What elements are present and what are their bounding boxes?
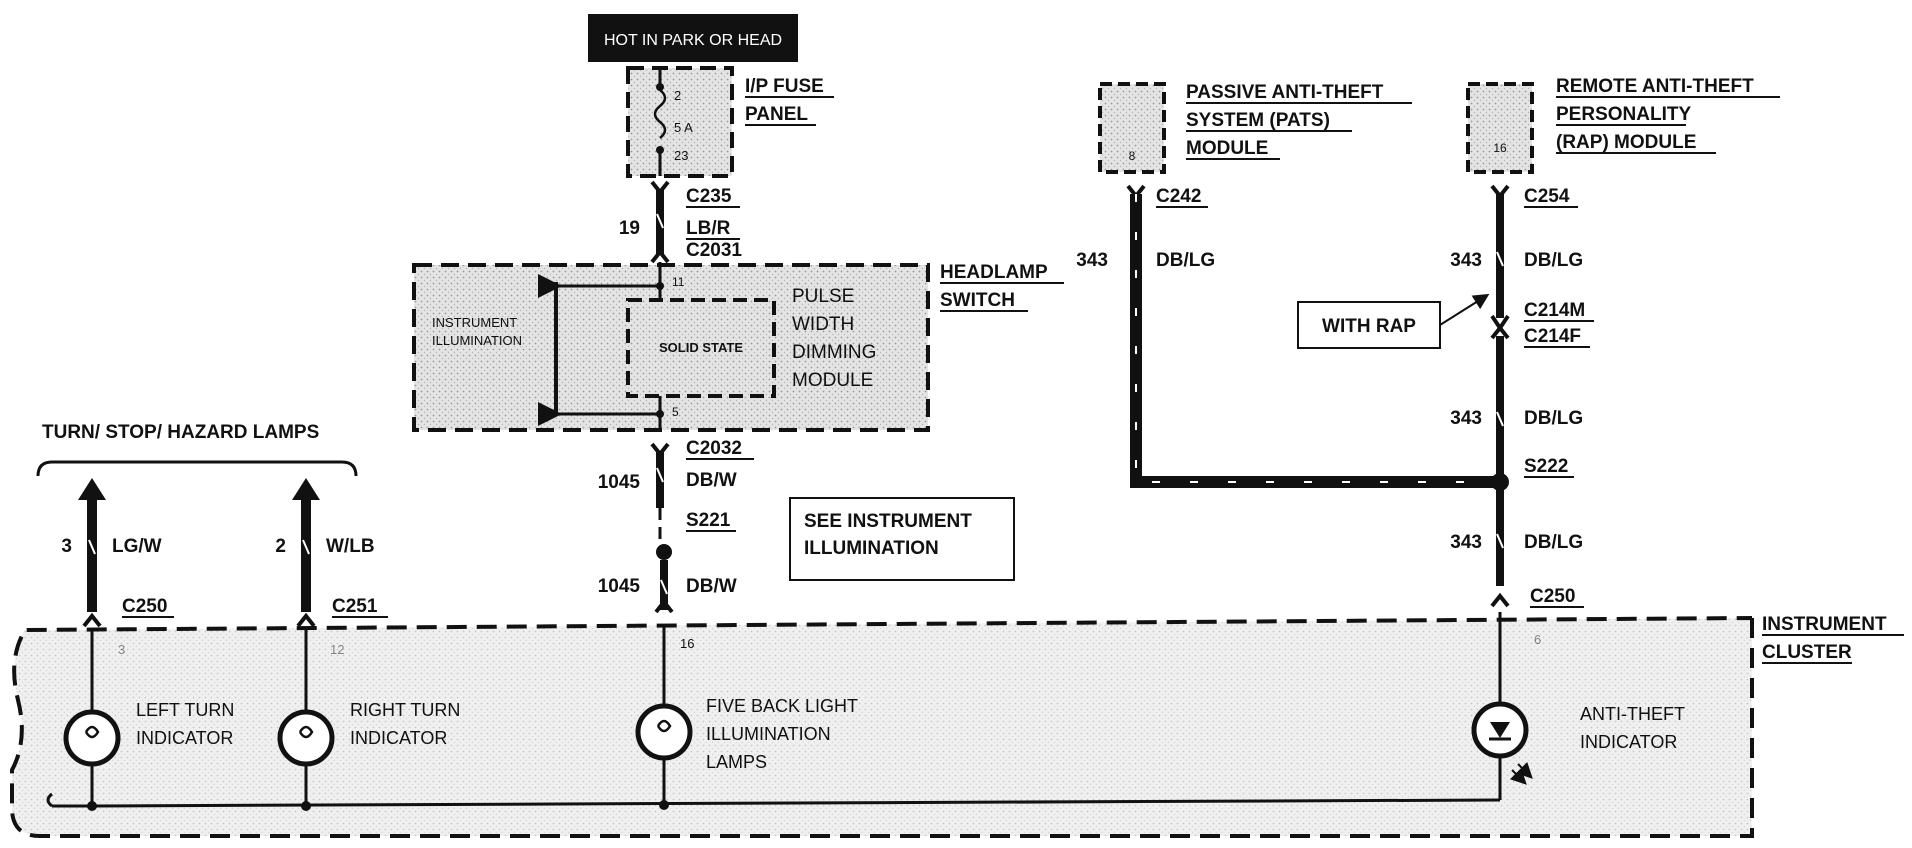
c251-connector: C251: [332, 596, 378, 617]
pwm-label-4: MODULE: [792, 370, 873, 391]
svg-text:HOT IN PARK OR HEAD: HOT IN PARK OR HEAD: [604, 32, 782, 49]
c2031-connector: C2031: [686, 240, 742, 261]
c250-left-connector: C250: [122, 596, 167, 617]
c2032-connector: C2032: [686, 438, 742, 459]
wire-1045-color: DB/W: [686, 470, 737, 491]
pwm-label-3: DIMMING: [792, 342, 876, 363]
rap-title-1: REMOTE ANTI-THEFT: [1556, 76, 1754, 97]
hot-in-park-label: HOT IN PARK OR HEAD: [588, 14, 798, 62]
pats-title-3: MODULE: [1186, 138, 1268, 159]
turn-lamps-title: TURN/ STOP/ HAZARD LAMPS: [42, 422, 319, 443]
rap-title-2: PERSONALITY: [1556, 104, 1691, 125]
rap-color-c: DB/LG: [1524, 532, 1583, 553]
wire-19-color: LB/R: [686, 218, 731, 239]
fuse-pin-top: 2: [674, 88, 681, 103]
fuse-panel-title-1: I/P FUSE: [745, 76, 824, 97]
svg-text:ILLUMINATION: ILLUMINATION: [804, 538, 939, 559]
right-turn-label-1: RIGHT TURN: [350, 700, 460, 720]
c242-connector: C242: [1156, 186, 1201, 207]
wire-1045-color-2: DB/W: [686, 576, 737, 597]
pin-5: 5: [672, 405, 679, 419]
c250-right-connector: C250: [1530, 586, 1575, 607]
solid-state-label: SOLID STATE: [659, 340, 743, 355]
headlamp-switch-title-2: SWITCH: [940, 290, 1015, 311]
pats-title-1: PASSIVE ANTI-THEFT: [1186, 82, 1384, 103]
wire-1045-circuit: 1045: [598, 472, 641, 493]
rap-circuit-c: 343: [1450, 532, 1482, 553]
see-instrument-note: SEE INSTRUMENT ILLUMINATION: [789, 497, 1015, 581]
fuse-pin-bottom: 23: [674, 148, 688, 163]
fuse-panel-title-2: PANEL: [745, 104, 808, 125]
fuse-panel: 2 5 A 23: [626, 66, 734, 178]
instrument-illum-label-1: INSTRUMENT: [432, 315, 517, 330]
left-turn-label-2: INDICATOR: [136, 728, 233, 748]
wire-19-circuit: 19: [619, 218, 640, 239]
pats-color: DB/LG: [1156, 250, 1215, 271]
pats-title-2: SYSTEM (PATS): [1186, 110, 1330, 131]
instrument-cluster: INSTRUMENT CLUSTER LEFT TURN INDICATOR R…: [10, 612, 1904, 838]
cluster-title-2: CLUSTER: [1762, 642, 1852, 663]
fuse-rating: 5 A: [674, 120, 693, 135]
instrument-illum-label-2: ILLUMINATION: [432, 333, 522, 348]
antitheft-label-2: INDICATOR: [1580, 732, 1677, 752]
right-wire-color: W/LB: [326, 536, 375, 557]
pin-11: 11: [672, 275, 685, 289]
rap-module: 16: [1466, 82, 1534, 174]
svg-text:WITH RAP: WITH RAP: [1322, 316, 1416, 337]
pwm-label-1: PULSE: [792, 286, 854, 307]
right-turn-label-2: INDICATOR: [350, 728, 447, 748]
headlamp-switch-title-1: HEADLAMP: [940, 262, 1048, 283]
c214m-connector: C214M: [1524, 300, 1585, 321]
wire-1045-circuit-2: 1045: [598, 576, 641, 597]
center-pin: 16: [680, 636, 694, 651]
s222-splice: S222: [1524, 456, 1568, 477]
with-rap-note: WITH RAP: [1297, 293, 1490, 349]
backlight-label-1: FIVE BACK LIGHT: [706, 696, 858, 716]
rap-circuit-a: 343: [1450, 250, 1482, 271]
cluster-title-1: INSTRUMENT: [1762, 614, 1887, 635]
pats-module: 8: [1098, 82, 1166, 174]
rap-color-b: DB/LG: [1524, 408, 1583, 429]
backlight-label-2: ILLUMINATION: [706, 724, 831, 744]
rap-pin: 16: [1493, 141, 1507, 155]
c254-connector: C254: [1524, 186, 1570, 207]
s221-splice: S221: [686, 510, 731, 531]
c235-connector: C235: [686, 186, 732, 207]
rap-circuit-b: 343: [1450, 408, 1482, 429]
left-wire-color: LG/W: [112, 536, 162, 557]
pats-pin: 8: [1129, 149, 1136, 163]
right-wire-circuit: 2: [275, 536, 286, 557]
svg-text:SEE INSTRUMENT: SEE INSTRUMENT: [804, 511, 972, 532]
headlamp-switch: SOLID STATE 11 5 INSTRUMENT ILLUMINATION…: [412, 262, 930, 432]
c214f-connector: C214F: [1524, 326, 1581, 347]
left-wire-circuit: 3: [61, 536, 72, 557]
backlight-label-3: LAMPS: [706, 752, 767, 772]
rap-color-a: DB/LG: [1524, 250, 1583, 271]
pwm-label-2: WIDTH: [792, 314, 854, 335]
antitheft-label-1: ANTI-THEFT: [1580, 704, 1685, 724]
pats-circuit: 343: [1076, 250, 1108, 271]
left-turn-label-1: LEFT TURN: [136, 700, 234, 720]
rap-title-3: (RAP) MODULE: [1556, 132, 1696, 153]
